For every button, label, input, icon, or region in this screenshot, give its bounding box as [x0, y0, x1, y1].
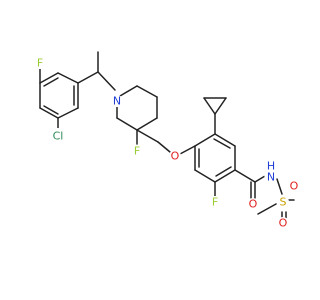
atom-cl-label: Cl — [53, 130, 64, 143]
atom-f-piperidine: F — [131, 145, 143, 158]
molecule-canvas: F Cl N F O F O H N — [34, 51, 300, 230]
atom-labels: F Cl N F O F O H N — [34, 57, 300, 230]
atom-o-carbonyl-label: O — [249, 198, 258, 211]
atom-f-top: F — [34, 57, 46, 70]
atom-o-carbonyl: O — [247, 198, 259, 211]
atom-n-amide-label: N — [267, 171, 275, 184]
atom-h-label: H — [267, 160, 275, 173]
atom-s-label: S — [280, 196, 287, 209]
atom-o-sulfonyl-1: O — [288, 180, 300, 193]
atom-cl: Cl — [50, 128, 66, 144]
atom-o-ether-label: O — [171, 150, 180, 163]
atom-s: S — [277, 196, 289, 209]
bonds — [39, 51, 295, 219]
atom-o-ether: O — [169, 150, 181, 163]
atom-f-ring: F — [209, 196, 221, 209]
atom-o-sulfonyl-2-label: O — [279, 217, 288, 230]
atom-o-sulfonyl-1-label: O — [290, 180, 299, 193]
atom-f-piperidine-label: F — [134, 145, 140, 158]
atom-f-top-label: F — [37, 57, 43, 70]
atom-nh: H N — [264, 160, 278, 184]
atom-f-ring-label: F — [212, 196, 218, 209]
atom-n-piperidine: N — [111, 95, 123, 108]
atom-n-piperidine-label: N — [113, 95, 121, 108]
molecule-structure: F Cl N F O F O H N — [34, 51, 300, 230]
atom-o-sulfonyl-2: O — [277, 217, 289, 230]
